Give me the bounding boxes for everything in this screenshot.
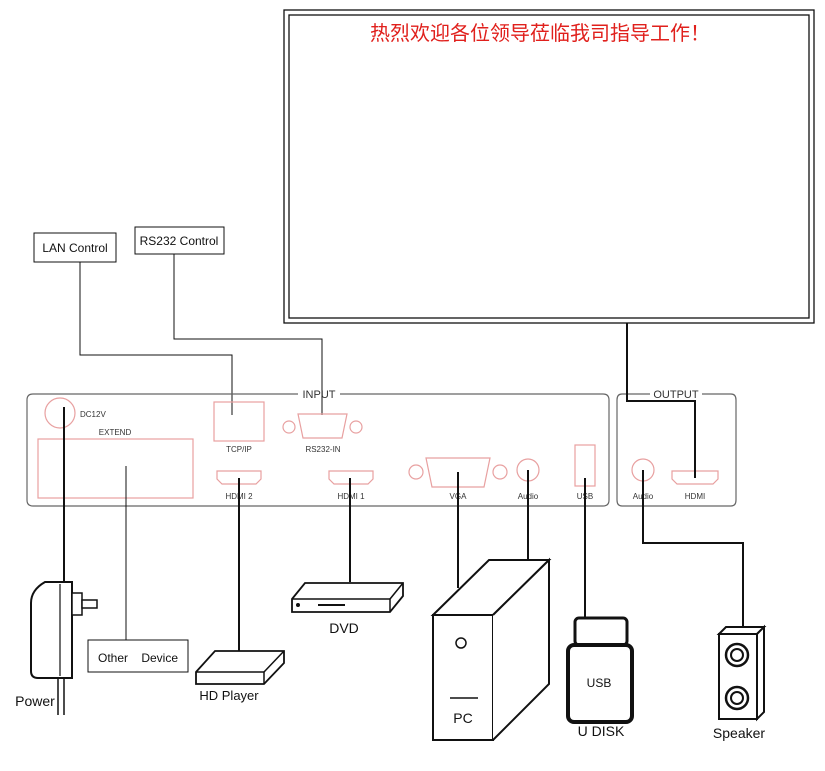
- tcpip-port: [213, 401, 265, 442]
- audio-out-wire: [642, 470, 744, 627]
- hdmi-out-port: [671, 470, 719, 485]
- speaker-label: Speaker: [713, 725, 765, 741]
- screen-hdmi-wire: [626, 323, 696, 478]
- rs232-wire: [173, 254, 323, 415]
- rs232-in-label: RS232-IN: [305, 445, 340, 454]
- pc-label: PC: [453, 710, 472, 726]
- pc-tower-icon: [430, 557, 552, 741]
- display-screen: 热烈欢迎各位领导莅临我司指导工作！: [283, 9, 815, 324]
- u-disk-label: U DISK: [578, 723, 625, 739]
- hdmi1-port: [328, 470, 374, 485]
- input-panel: INPUT DC12V EXTEND TCP/IP RS232-IN HDMI …: [26, 389, 610, 507]
- hd-player-label: HD Player: [199, 688, 259, 703]
- extend-label: EXTEND: [99, 428, 132, 437]
- dvd-label: DVD: [329, 620, 359, 636]
- extend-port: [37, 438, 194, 499]
- power-label: Power: [15, 693, 55, 709]
- lan-control-box: LAN Control: [33, 232, 117, 263]
- hdmi1-label: HDMI 1: [337, 492, 365, 501]
- lan-control-label: LAN Control: [42, 241, 107, 255]
- hdmi2-port: [216, 470, 262, 485]
- hd-player-icon: [195, 650, 285, 685]
- input-title: INPUT: [303, 389, 336, 401]
- dc12v-port: [44, 397, 76, 429]
- vga-port: [408, 457, 508, 488]
- tcpip-label: TCP/IP: [226, 445, 252, 454]
- rs232-control-box: RS232 Control: [134, 226, 225, 255]
- dc12v-label: DC12V: [80, 410, 106, 419]
- rs232-control-label: RS232 Control: [140, 234, 219, 248]
- output-panel: OUTPUT Audio HDMI: [616, 389, 737, 507]
- dvd-icon: [291, 582, 404, 613]
- output-title: OUTPUT: [653, 389, 699, 401]
- usb-disk-body-label: USB: [587, 676, 612, 690]
- power-adapter-icon: [30, 581, 98, 715]
- hdmi-out-label: HDMI: [685, 492, 705, 501]
- speaker-icon: [716, 624, 767, 722]
- usb-disk-icon: [566, 616, 634, 724]
- screen-banner: 热烈欢迎各位领导莅临我司指导工作！: [370, 21, 710, 45]
- lan-wire: [79, 262, 233, 415]
- rs232-in-port: [282, 413, 363, 439]
- other-device-label: Other Device: [98, 651, 178, 665]
- other-device-box: Other Device: [87, 639, 189, 673]
